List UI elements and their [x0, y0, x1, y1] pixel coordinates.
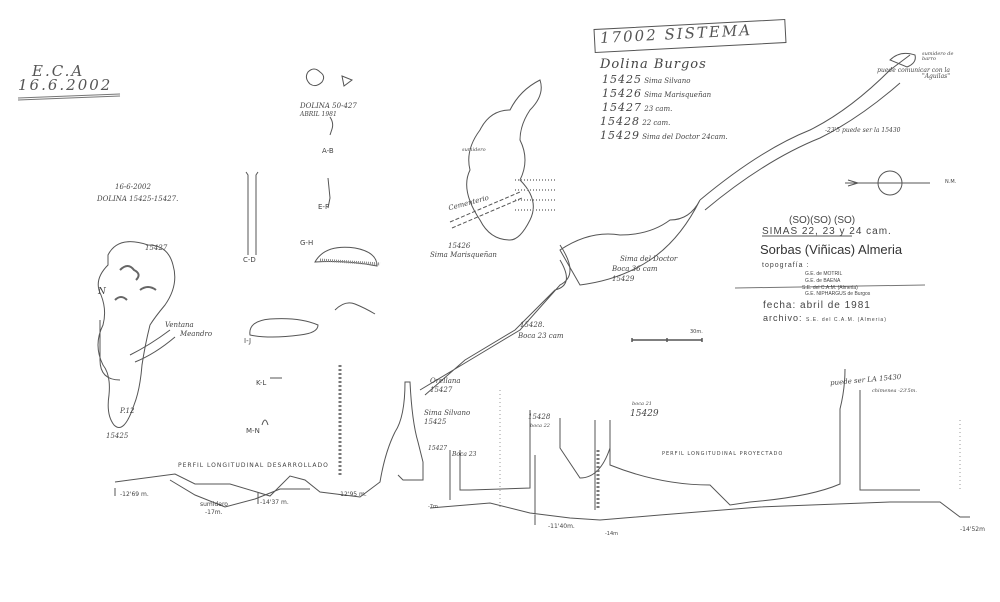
note-date: 16.6.2002 [18, 76, 113, 94]
section-x [334, 302, 376, 315]
location: Sorbas (Viñicas) Almeria [760, 242, 903, 257]
cave-list-item: 15429 Sima del Doctor 24cam. [600, 129, 728, 142]
info-separator [734, 284, 926, 289]
left-profile-title: PERFIL LONGITUDINAL DESARROLLADO [178, 462, 329, 469]
label-doctor-code: 15429 [612, 275, 635, 283]
sumidero-area [466, 79, 542, 241]
team: S.E. del C.A.M. (Almeria) [802, 285, 858, 291]
sumidero-hatching [515, 179, 555, 211]
label-puede-15430: -23'5 puede ser la 15430 [825, 127, 901, 134]
fecha: fecha: abril de 1981 [763, 300, 871, 311]
team: G.E. de BAENA [805, 278, 841, 284]
label-doctor-boca: Boca 36 cam [612, 265, 658, 273]
left-profile-depth-start: -12'69 m. [120, 491, 149, 498]
label-15427: 15427 [145, 244, 168, 252]
profile-boca21: boca 21 [632, 401, 652, 407]
scale-label: 30m. [690, 329, 703, 335]
dolina-name: Dolina Burgos [600, 57, 707, 72]
label-sumidero-top: sumidero [462, 147, 486, 153]
profile-depth-14: -14m [605, 531, 619, 537]
section-label-a-b: A-B [322, 147, 334, 155]
section-label-i-j: I-J [244, 337, 252, 345]
surveyor-initials: E.C.A [32, 62, 85, 80]
label-marisquenan: Sima Marisqueñan [430, 251, 497, 259]
plan-date: 16-6-2002 [115, 183, 151, 191]
team: G.E. NIPHARGUS de Burgos [805, 291, 871, 297]
dolina-sketch [305, 68, 354, 87]
label-silvano: Sima Silvano [424, 409, 471, 417]
upper-end [889, 52, 916, 68]
date-underline [17, 93, 121, 101]
cementerio-passage [449, 191, 523, 229]
plan-title: DOLINA 15425-15427. [97, 195, 179, 203]
section-label-c-d: C-D [243, 256, 256, 264]
simas-title: SIMAS 22, 23 y 24 cam. [762, 226, 892, 237]
cave-list-item: 15425 Sima Silvano [602, 73, 691, 86]
section-e-f [327, 177, 331, 209]
doctor-chamber [559, 199, 701, 286]
label-north-mark: N.M. [945, 179, 957, 185]
label-15428-boca: Boca 23 cam [518, 332, 564, 340]
so-marks: (SO)(SO) (SO) [789, 215, 856, 226]
profile-depth-1452: -14'52m [960, 526, 985, 533]
section-m-n [261, 419, 269, 426]
north-arrow [845, 179, 930, 187]
profile-15427: 15427 [428, 445, 448, 452]
north-label: N [98, 287, 106, 297]
right-profile-line [429, 368, 970, 525]
archivo: archivo: S.E. del C.A.M. (Almeria) [763, 313, 887, 323]
left-profile-depth-mid: -14'37 m. [260, 499, 289, 506]
topografia-label: topografía : [762, 262, 810, 269]
section-label-k-l: K-L [256, 379, 267, 387]
left-profile-lower [169, 479, 310, 508]
label-orellana: Orellana [430, 377, 461, 385]
label-15426: 15426 [448, 242, 471, 250]
label-silvano-code: 15425 [424, 418, 447, 426]
plan-dolina-15425-15427 [97, 241, 176, 428]
section-label-m-n: M-N [246, 427, 260, 435]
section-a-b [329, 116, 334, 136]
section-g-h-hatch [319, 258, 381, 266]
plan-rocks [114, 265, 157, 301]
left-profile-sink: sumidero [200, 501, 228, 508]
label-orellana-code: 15427 [430, 386, 453, 394]
profile-boca22: boca 22 [530, 423, 550, 429]
cave-list-item: 15426 Sima Marisqueñan [602, 87, 712, 100]
left-profile-depth-end: -12'95 m. [338, 491, 367, 498]
profile-chimenea: chimenea -23'5m. [872, 388, 918, 394]
label-15425: 15425 [106, 432, 129, 440]
section-label-g-h: G-H [300, 239, 314, 247]
plan-passage [99, 320, 176, 381]
left-profile-sink-depth: -17m. [205, 509, 223, 516]
left-profile-markers [114, 488, 259, 504]
profile-depth-1140: -11'40m. [548, 523, 575, 530]
right-profile-dotted [499, 390, 961, 510]
cave-list-item: 15428 22 cam. [600, 115, 671, 128]
section-label-e-f: E-F [318, 203, 329, 211]
dolina-sketch-date: ABRIL 1981 [300, 111, 337, 118]
main-passage [419, 244, 571, 396]
label-sumidero-barro: sumidero de barro [922, 51, 954, 62]
upper-passage [699, 54, 911, 211]
profile-boca23: Boca 23 [452, 451, 477, 458]
label-pit: P.12 [120, 407, 135, 415]
label-15428: 15428. [520, 321, 545, 329]
right-profile-title: PERFIL LONGITUDINAL PROYECTADO [662, 451, 784, 457]
scale-bar [631, 338, 703, 342]
label-meandro: Meandro [180, 330, 213, 338]
label-ventana: Ventana [165, 321, 194, 329]
team: G.E. de MOTRIL [805, 271, 843, 277]
left-profile-line [114, 381, 424, 498]
section-c-d [245, 171, 259, 255]
north-circle [877, 170, 903, 196]
section-i-j [249, 318, 319, 338]
profile-15429: 15429 [630, 409, 659, 419]
profile-depth-7: -7m [428, 504, 438, 510]
label-comunicar: puede comunicar con la "Aguilas" [877, 67, 950, 80]
profile-15428: 15428 [528, 413, 551, 421]
cave-list-item: 15427 23 cam. [602, 101, 673, 114]
dolina-sketch-title: DOLINA 50-427 [300, 102, 357, 110]
label-sima-doctor: Sima del Doctor [620, 255, 678, 263]
